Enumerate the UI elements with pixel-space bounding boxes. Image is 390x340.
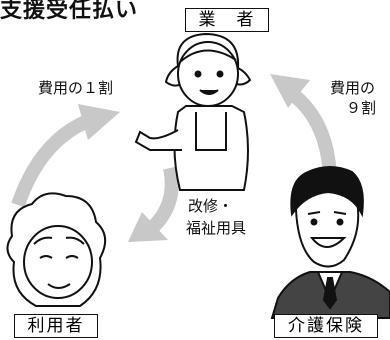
user-label: 利用者 — [14, 314, 98, 338]
arrow-insurer-to-provider — [270, 74, 337, 179]
insurer-label: 介護保険 — [274, 314, 378, 338]
insurer-payment-label-line1: 費用の — [330, 79, 376, 97]
insurer-payment-label-line2: ９割 — [346, 99, 377, 117]
goods-label-line2: 福祉用具 — [186, 219, 247, 237]
goods-label-line1: 改修・ — [188, 197, 234, 215]
diagram-title: 支援受任払い — [0, 0, 139, 23]
provider-illustration — [134, 32, 252, 191]
user-illustration — [6, 192, 107, 307]
arrow-user-to-provider — [11, 104, 120, 208]
provider-label: 業 者 — [185, 8, 269, 32]
arrow-provider-to-user — [128, 166, 179, 242]
user-payment-label: 費用の１割 — [38, 79, 114, 97]
insurer-illustration — [270, 166, 390, 319]
